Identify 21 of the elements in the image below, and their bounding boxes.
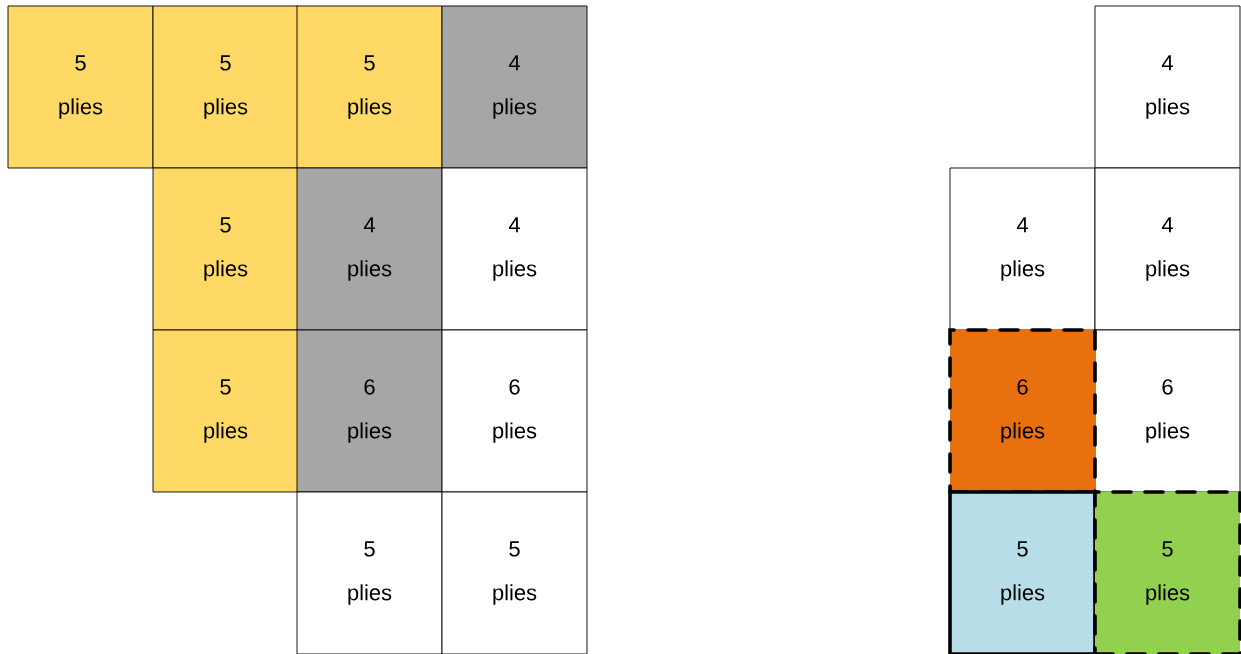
grid-cell: 6 plies <box>1094 329 1241 493</box>
grid-cell: 5 plies <box>441 491 588 654</box>
grid-cell: 4 plies <box>1094 5 1241 169</box>
grid-cell: 6 plies <box>948 328 1097 494</box>
node-label: 5 plies <box>348 541 392 605</box>
grid-cell: 5 plies <box>1093 490 1241 654</box>
grid-cell: 5 plies <box>296 5 443 169</box>
node-label: 4 plies <box>1146 217 1190 281</box>
grid-cell: 5 plies <box>152 167 299 331</box>
grid-cell: 4 plies <box>441 167 588 331</box>
grid-cell: 5 plies <box>296 491 443 654</box>
grid-cell: 6 plies <box>296 329 443 493</box>
grid-cell: 4 plies <box>296 167 443 331</box>
grid-cell: 5 plies <box>7 5 154 169</box>
grid-cell: 5 plies <box>152 5 299 169</box>
grid-cell: 4 plies <box>949 167 1096 331</box>
grid-cell: 4 plies <box>441 5 588 169</box>
grid-cell: 4 plies <box>1094 167 1241 331</box>
grid-cell: 5 plies <box>152 329 299 493</box>
grid-cell: 5 plies <box>948 490 1097 654</box>
grid-cell: 6 plies <box>441 329 588 493</box>
